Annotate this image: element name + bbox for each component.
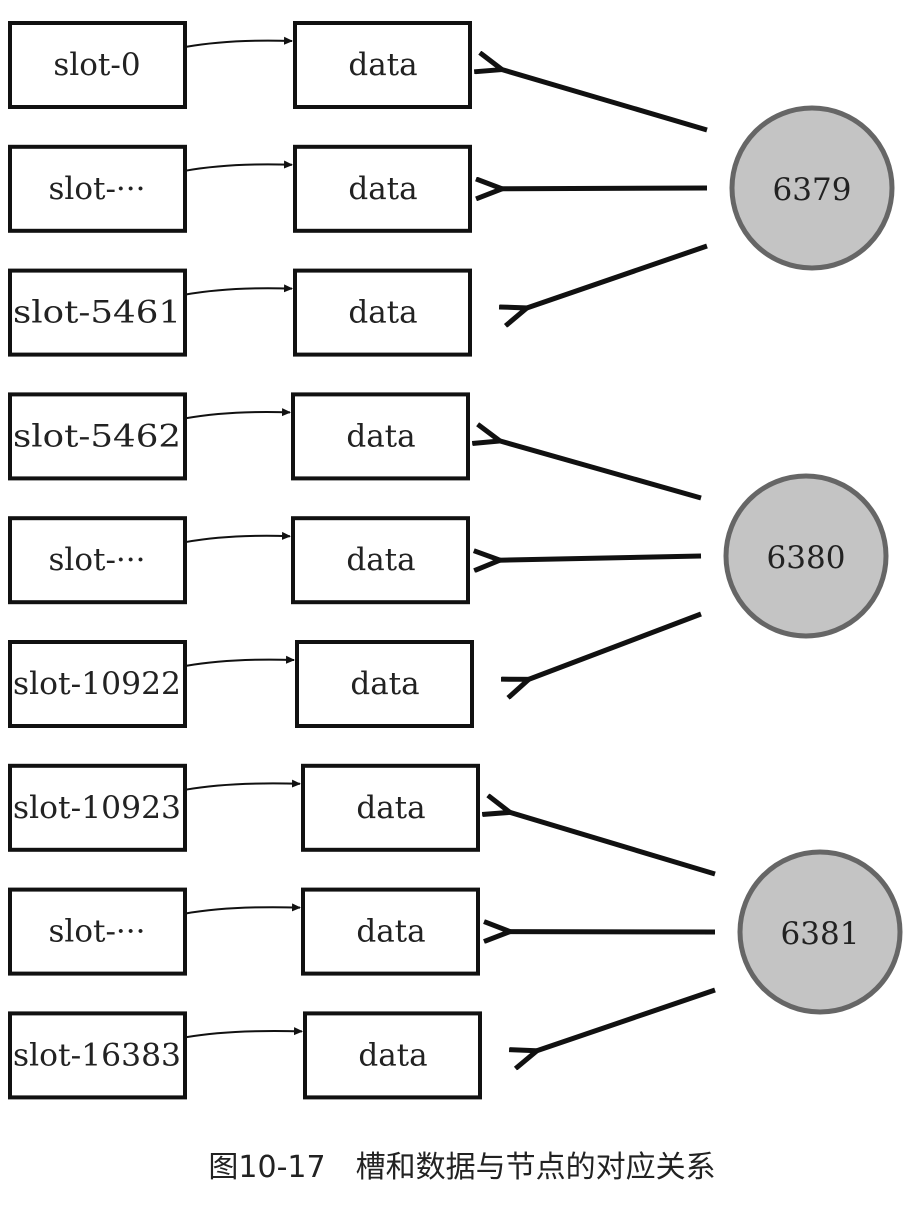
- slot-box: [8, 268, 187, 357]
- data-label: data: [356, 790, 425, 826]
- slot-label: slot-10923: [13, 790, 181, 826]
- slot-label: slot-5461: [13, 295, 181, 331]
- slot-to-data-arrow: [184, 531, 291, 544]
- node-to-data-arrow: [500, 188, 708, 189]
- data-box: [293, 144, 472, 233]
- node-to-data-arrow: [500, 69, 708, 133]
- node-to-data-arrow: [525, 243, 708, 309]
- data-box: [293, 268, 472, 357]
- slot-box: [8, 144, 187, 233]
- slot-to-data-arrow: [184, 779, 301, 791]
- node-to-data-arrow: [527, 611, 702, 680]
- node-to-data-arrow: [508, 812, 716, 877]
- node-circle: [723, 473, 889, 639]
- data-box: [291, 392, 470, 481]
- slot-label: slot-···: [49, 914, 146, 950]
- slot-box: [8, 21, 187, 109]
- data-label: data: [348, 171, 417, 207]
- data-label: data: [350, 666, 419, 702]
- node-circle: [729, 105, 895, 271]
- data-box: [301, 887, 480, 976]
- data-label: data: [358, 1037, 427, 1073]
- data-box: [303, 1011, 482, 1100]
- data-box: [301, 763, 480, 852]
- slot-box: [8, 763, 187, 852]
- slot-label: slot-10922: [13, 666, 181, 702]
- data-box: [293, 21, 472, 109]
- slot-node-diagram: slot-0 data slot-··· data slot-5461 data slot-…: [8, 21, 903, 1100]
- data-label: data: [356, 914, 425, 950]
- slot-label: slot-···: [49, 542, 146, 578]
- slot-label: slot-5462: [13, 418, 181, 454]
- node-to-data-arrow: [498, 556, 702, 560]
- node-circle: [737, 849, 903, 1015]
- slot-to-data-arrow: [184, 284, 293, 296]
- node-label: 6380: [767, 540, 846, 576]
- node-to-data-arrow: [498, 440, 702, 501]
- node-to-data-arrow: [535, 987, 716, 1051]
- data-box: [291, 516, 470, 605]
- data-box: [295, 640, 474, 728]
- slot-label: slot-0: [53, 47, 140, 83]
- slot-box: [8, 516, 187, 605]
- slot-label: slot-···: [49, 171, 146, 207]
- slot-box: [8, 887, 187, 976]
- data-label: data: [346, 542, 415, 578]
- node-label: 6381: [781, 916, 860, 952]
- slot-to-data-arrow: [184, 160, 293, 172]
- data-label: data: [348, 47, 417, 83]
- data-label: data: [348, 295, 417, 331]
- slot-to-data-arrow: [184, 903, 301, 915]
- slot-box: [8, 1011, 187, 1100]
- slot-to-data-arrow: [184, 1027, 303, 1039]
- slot-to-data-arrow: [184, 655, 295, 667]
- slot-box: [8, 640, 187, 728]
- figure-caption: 图10-17 槽和数据与节点的对应关系: [208, 1150, 716, 1185]
- data-label: data: [346, 418, 415, 454]
- node-label: 6379: [773, 172, 852, 208]
- slot-label: slot-16383: [13, 1037, 181, 1073]
- slot-to-data-arrow: [184, 408, 291, 420]
- slot-box: [8, 392, 187, 481]
- slot-to-data-arrow: [184, 36, 293, 48]
